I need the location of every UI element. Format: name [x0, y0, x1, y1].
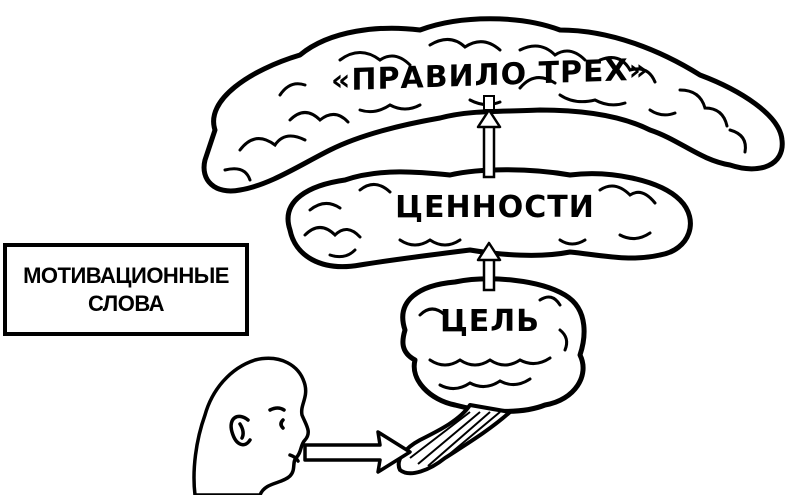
middle-brain-cloud — [285, 167, 693, 269]
brainstem-lines — [409, 411, 501, 467]
values-label: ЦЕННОСТИ — [395, 190, 595, 225]
bottom-brain-cloud — [400, 276, 587, 414]
up-arrow-values-to-rule — [476, 108, 502, 179]
motivation-words-line2: СЛОВА — [87, 290, 165, 316]
up-arrow-stem-to-goal — [483, 95, 495, 111]
goal-label: ЦЕЛЬ — [439, 304, 541, 339]
motivation-words-line1: МОТИВАЦИОННЫЕ — [23, 262, 229, 288]
person-head-icon — [192, 356, 310, 495]
motivation-words-box: МОТИВАЦИОННЫЕ СЛОВА — [3, 243, 249, 336]
middle-brain-folds — [303, 183, 657, 259]
bottom-brain-folds — [418, 295, 569, 390]
speech-arrow — [303, 430, 412, 474]
brainstem — [396, 403, 512, 476]
up-arrow-goal-to-values — [476, 241, 502, 292]
